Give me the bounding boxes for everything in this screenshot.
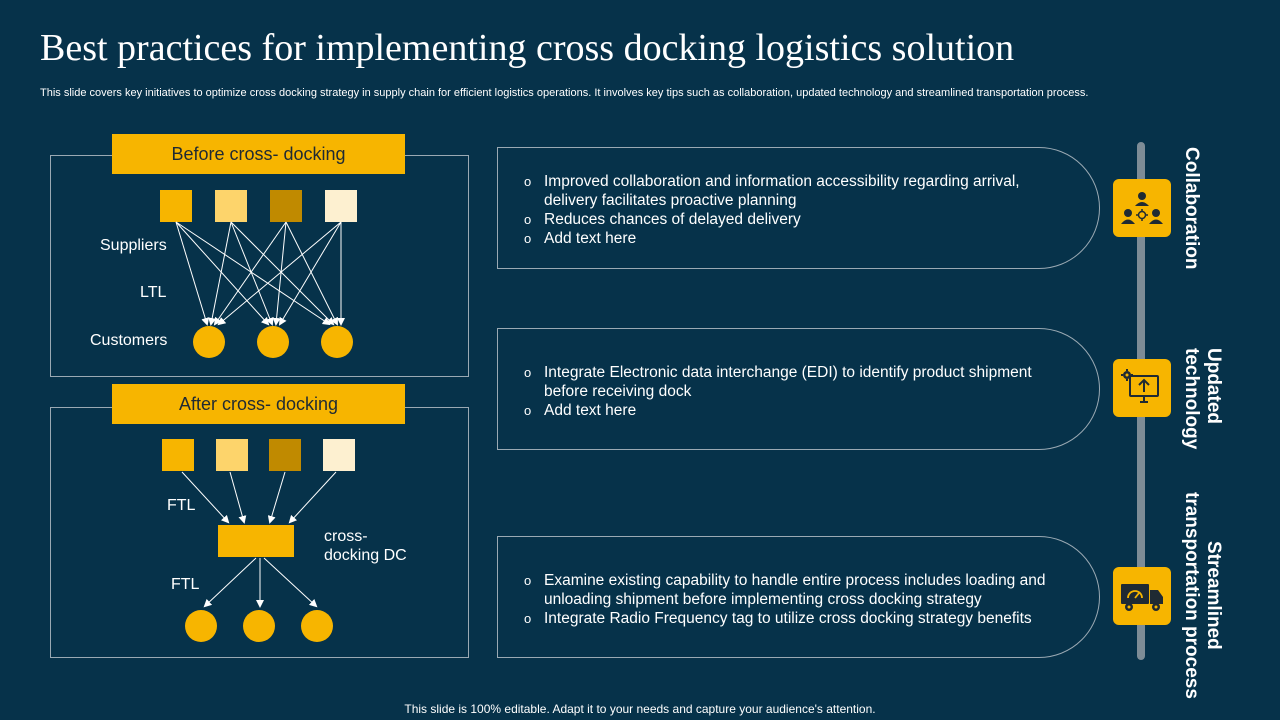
arrow-s2-c2 bbox=[230, 221, 274, 326]
ftl-top-label: FTL bbox=[167, 497, 196, 514]
bullet-glyph: o bbox=[524, 611, 532, 626]
collaboration-label: Collaboration bbox=[1181, 147, 1202, 270]
updated-technology-label-line2: technology bbox=[1181, 348, 1202, 450]
bullet-glyph: o bbox=[524, 212, 532, 227]
arrow-s1-c2 bbox=[175, 221, 270, 326]
bullet-glyph: o bbox=[524, 174, 532, 189]
arrow-s2-c1 bbox=[208, 221, 232, 326]
arrow-dc-c1 bbox=[203, 557, 257, 608]
delivery-truck-icon bbox=[1113, 567, 1171, 625]
arrow-s3-c3 bbox=[285, 221, 338, 326]
customer-circle-after-3 bbox=[301, 610, 333, 642]
bullet-glyph: o bbox=[524, 365, 532, 380]
streamlined-transportation-label: Streamlined transportation process bbox=[1180, 492, 1224, 699]
supplier-box-3 bbox=[270, 190, 302, 222]
after-cross-docking-banner: After cross- docking bbox=[112, 384, 405, 424]
slide-title: Best practices for implementing cross do… bbox=[40, 27, 1015, 69]
streamlined-transportation-label-line1: Streamlined bbox=[1203, 541, 1224, 650]
customers-label: Customers bbox=[90, 332, 168, 349]
bullet-glyph: o bbox=[524, 403, 532, 418]
arrow-as1-dc bbox=[181, 471, 230, 524]
arrow-as2-dc bbox=[229, 471, 247, 524]
arrow-s4-c1 bbox=[217, 221, 342, 326]
computer-upload-gear-icon bbox=[1113, 359, 1171, 417]
ftl-bottom-label: FTL bbox=[171, 576, 200, 593]
customer-circle-1 bbox=[193, 326, 225, 358]
supplier-box-2 bbox=[215, 190, 247, 222]
arrow-s1-c1 bbox=[175, 221, 210, 326]
cross-docking-dc-box bbox=[218, 525, 294, 557]
supplier-box-after-1 bbox=[162, 439, 194, 471]
team-collaboration-icon bbox=[1113, 179, 1171, 237]
arrow-dc-c3 bbox=[263, 557, 318, 608]
footer-note: This slide is 100% editable. Adapt it to… bbox=[404, 702, 876, 716]
updated-technology-label-line1: Updated bbox=[1203, 348, 1224, 424]
arrow-as3-dc bbox=[267, 471, 286, 524]
dc-label-line2: docking DC bbox=[324, 547, 407, 564]
arrow-as4-dc bbox=[288, 471, 337, 524]
arrow-s2-c3 bbox=[230, 221, 335, 326]
supplier-box-after-4 bbox=[323, 439, 355, 471]
flow-arrows bbox=[175, 221, 345, 608]
bullet-glyph: o bbox=[524, 573, 532, 588]
customer-circle-after-2 bbox=[243, 610, 275, 642]
customer-circle-after-1 bbox=[185, 610, 217, 642]
arrow-s3-c1 bbox=[213, 221, 287, 326]
suppliers-label: Suppliers bbox=[100, 237, 167, 254]
supplier-box-after-3 bbox=[269, 439, 301, 471]
customer-circle-2 bbox=[257, 326, 289, 358]
bullet-glyph: o bbox=[524, 231, 532, 246]
customer-circle-3 bbox=[321, 326, 353, 358]
arrow-s3-c2 bbox=[272, 221, 287, 326]
supplier-box-4 bbox=[325, 190, 357, 222]
arrow-s1-c3 bbox=[175, 221, 331, 326]
arrow-s4-c2 bbox=[278, 221, 342, 326]
slide-subtitle: This slide covers key initiatives to opt… bbox=[40, 87, 1089, 99]
updated-technology-label: Updated technology bbox=[1180, 348, 1224, 449]
supplier-box-1 bbox=[160, 190, 192, 222]
before-cross-docking-banner: Before cross- docking bbox=[112, 134, 405, 174]
dc-label-line1: cross- bbox=[324, 528, 368, 545]
streamlined-transportation-label-line2: transportation process bbox=[1181, 492, 1202, 699]
supplier-box-after-2 bbox=[216, 439, 248, 471]
ltl-label: LTL bbox=[140, 284, 167, 301]
